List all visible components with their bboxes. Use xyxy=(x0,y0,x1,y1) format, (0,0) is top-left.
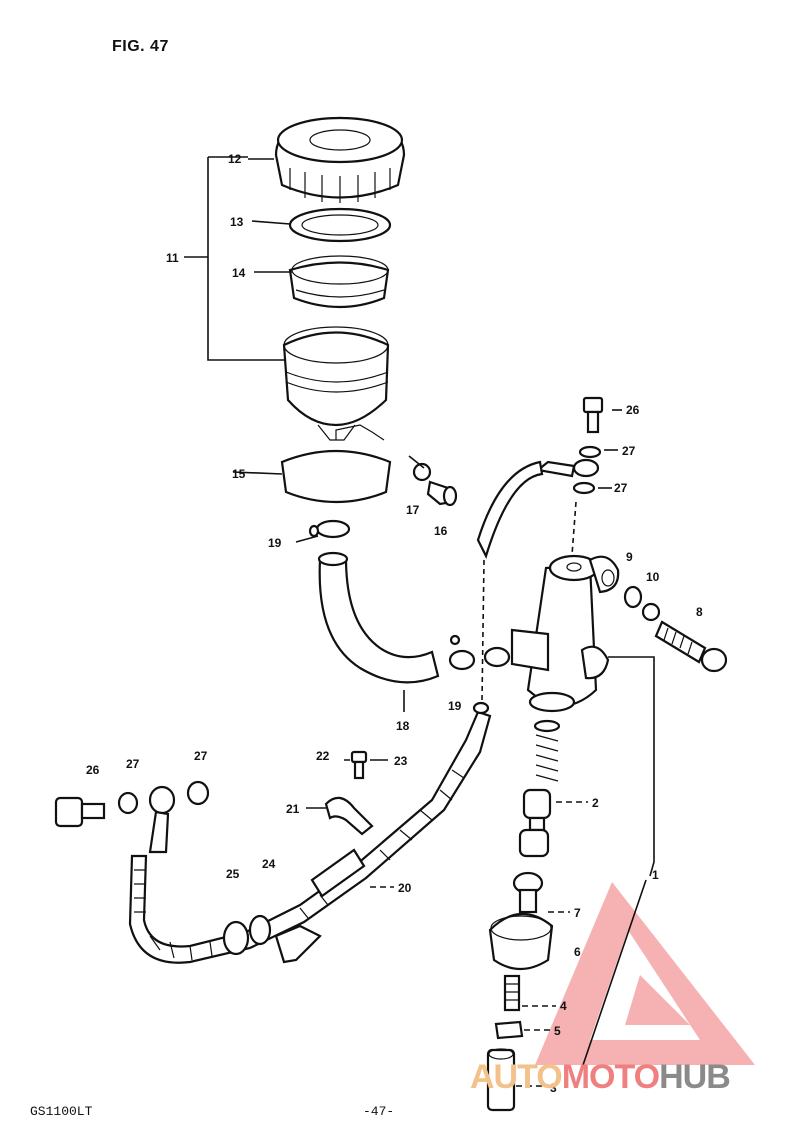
watermark-text: AUTOMOTOHUB xyxy=(470,1058,731,1096)
callout-27a: 27 xyxy=(622,444,636,458)
part-band-15 xyxy=(280,424,392,504)
callout-27c: 27 xyxy=(126,757,140,771)
callout-27b: 27 xyxy=(614,481,628,495)
callout-26a: 26 xyxy=(626,403,640,417)
callout-25: 25 xyxy=(226,867,240,881)
model-code: GS1100LT xyxy=(30,1104,93,1119)
part-brake-hose-20 xyxy=(128,701,492,964)
part-bolt-26-lower xyxy=(54,796,106,828)
part-washer-10 xyxy=(641,602,661,622)
figure-title: FIG. 47 xyxy=(112,38,169,55)
callout-19b: 19 xyxy=(448,699,462,713)
part-diaphragm-14 xyxy=(288,255,390,309)
part-reservoir-body xyxy=(282,326,390,441)
callout-24: 24 xyxy=(262,857,276,871)
part-washer-27-lower-b xyxy=(186,780,210,806)
part-washer-27-lower-a xyxy=(117,791,139,815)
part-bracket xyxy=(274,924,322,964)
part-washer-27-top-a xyxy=(578,445,602,459)
leader-lines xyxy=(184,156,655,1087)
callout-4: 4 xyxy=(560,999,567,1013)
callout-3: 3 xyxy=(550,1081,557,1095)
part-nut-5 xyxy=(494,1020,524,1040)
page-number: -47- xyxy=(363,1104,395,1119)
callout-9: 9 xyxy=(626,550,633,564)
part-banjo-lower xyxy=(148,785,176,854)
part-piston-2 xyxy=(518,719,561,858)
watermark-logo xyxy=(535,882,755,1065)
part-plate-13 xyxy=(288,207,392,243)
callout-20: 20 xyxy=(398,881,412,895)
callout-13: 13 xyxy=(230,215,244,229)
callout-6: 6 xyxy=(574,945,581,959)
callout-19a: 19 xyxy=(268,536,282,550)
callout-1: 1 xyxy=(652,868,659,882)
part-grommet-24 xyxy=(248,914,272,946)
part-pushrod-7 xyxy=(512,871,544,914)
part-banjo-top xyxy=(535,458,600,478)
callout-2: 2 xyxy=(592,796,599,810)
callout-7: 7 xyxy=(574,906,581,920)
callout-14: 14 xyxy=(232,266,246,280)
part-bolt-8 xyxy=(654,620,728,673)
callout-21: 21 xyxy=(286,802,300,816)
callout-10: 10 xyxy=(646,570,660,584)
callout-15: 15 xyxy=(232,467,246,481)
part-washer-9 xyxy=(623,585,643,609)
part-clamp-21 xyxy=(324,796,374,836)
part-hose-upper xyxy=(476,460,544,559)
part-bolt-16 xyxy=(426,480,458,507)
callout-8: 8 xyxy=(696,605,703,619)
part-master-cylinder-body xyxy=(483,554,620,713)
part-clevis-3 xyxy=(486,1048,516,1112)
callout-27d: 27 xyxy=(194,749,208,763)
callout-23: 23 xyxy=(394,754,408,768)
part-rod-4 xyxy=(503,974,521,1012)
callout-22: 22 xyxy=(316,749,330,763)
callout-labels: 12 13 11 14 15 17 16 19 26 27 27 9 10 8 … xyxy=(86,152,703,1095)
callout-16: 16 xyxy=(434,524,448,538)
part-grommet-25 xyxy=(222,920,250,956)
part-clamp-19-top xyxy=(308,519,351,539)
part-cap-12 xyxy=(274,116,406,203)
part-bolt-26-top xyxy=(582,396,604,434)
callout-26b: 26 xyxy=(86,763,100,777)
callout-11: 11 xyxy=(166,251,179,265)
callout-5: 5 xyxy=(554,1024,561,1038)
callout-12: 12 xyxy=(228,152,242,166)
part-hose-18 xyxy=(317,551,440,684)
callout-18: 18 xyxy=(396,719,410,733)
part-boot-6 xyxy=(488,912,554,971)
part-washer-27-top-b xyxy=(572,481,596,495)
part-washer-17 xyxy=(412,462,432,482)
part-clamp-19-middle xyxy=(448,634,476,671)
part-bolt-22-23 xyxy=(350,750,368,780)
callout-17: 17 xyxy=(406,503,420,517)
